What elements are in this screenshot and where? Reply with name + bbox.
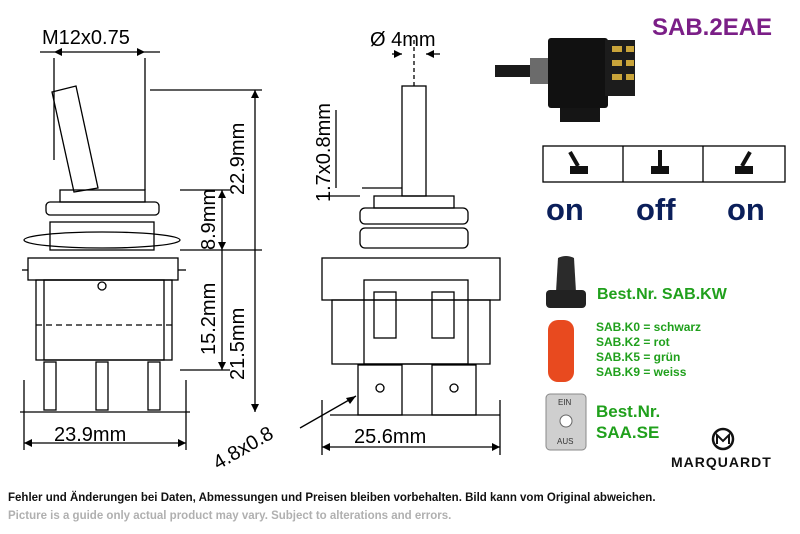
lever-height-dim: 22.9mm — [227, 123, 249, 195]
front-view — [299, 40, 501, 455]
disclaimer-en: Picture is a guide only actual product m… — [8, 510, 452, 522]
flat-dim: 1.7x0.8mm — [313, 103, 335, 202]
lever-diameter-dim: Ø 4mm — [370, 29, 436, 51]
position-icons — [568, 150, 753, 174]
total-body-height-dim: 21.5mm — [227, 308, 249, 380]
side-view — [20, 51, 262, 450]
color-option: SAB.K0 = schwarz — [596, 320, 702, 334]
color-option: SAB.K5 = grün — [596, 350, 681, 364]
position-label-2: off — [636, 192, 676, 227]
plate-order-line1: Best.Nr. — [596, 402, 661, 421]
rubber-cap-icon — [546, 256, 586, 308]
cap-order-number: Best.Nr. SAB.KW — [597, 286, 727, 303]
model-number: SAB.2EAE — [652, 14, 773, 41]
front-width-dim: 25.6mm — [354, 426, 426, 448]
red-cap-icon — [548, 320, 574, 382]
switch-photo — [495, 38, 635, 122]
plate-order-line2: SAA.SE — [596, 423, 660, 442]
brand-name: MARQUARDT — [671, 454, 772, 470]
bushing-height-dim: 8.9mm — [198, 189, 220, 250]
side-width-dim: 23.9mm — [54, 424, 126, 446]
color-option: SAB.K2 = rot — [596, 335, 670, 349]
position-label-3: on — [727, 192, 765, 227]
terminal-dim: 4.8x0.8 — [210, 422, 278, 474]
position-diagram — [542, 145, 786, 183]
marquardt-logo-icon — [711, 427, 735, 451]
plate-top-label: EIN — [558, 398, 572, 407]
position-label-1: on — [546, 192, 584, 227]
disclaimer-de: Fehler und Änderungen bei Daten, Abmessu… — [8, 492, 656, 504]
color-option: SAB.K9 = weiss — [596, 365, 687, 379]
ein-aus-plate-icon — [545, 393, 587, 451]
thread-dim: M12x0.75 — [42, 27, 130, 49]
plate-bottom-label: AUS — [557, 437, 574, 446]
body-height-dim: 15.2mm — [198, 283, 220, 355]
